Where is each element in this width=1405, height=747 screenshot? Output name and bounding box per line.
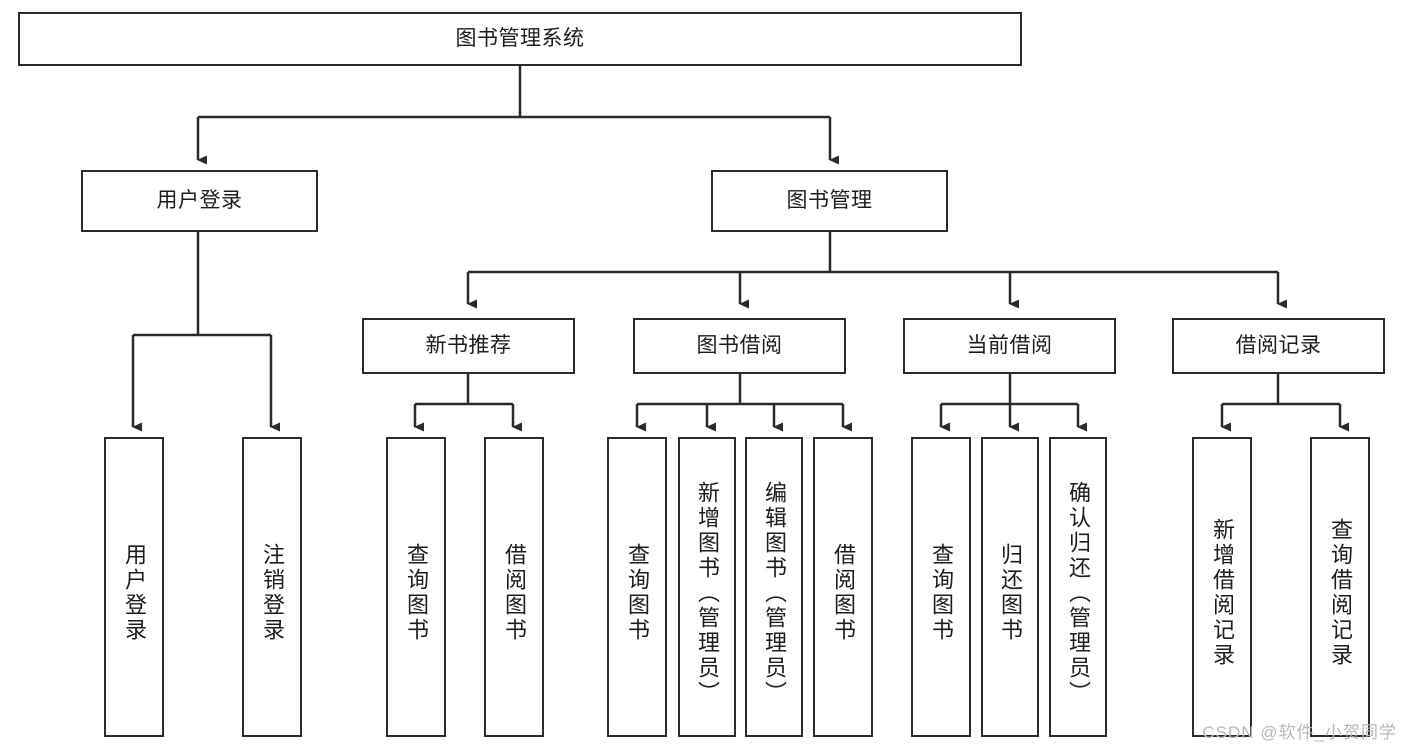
node-root-system[interactable]: 图书管理系统 — [18, 12, 1022, 66]
leaf-borrow-borrow-book[interactable]: 借阅图书 — [813, 437, 873, 737]
node-label: 新增图书（管理员） — [695, 481, 720, 706]
node-new-book-recommend[interactable]: 新书推荐 — [362, 318, 575, 374]
leaf-current-return-book[interactable]: 归还图书 — [981, 437, 1039, 737]
leaf-borrow-edit-book-admin[interactable]: 编辑图书（管理员） — [745, 437, 803, 737]
leaf-borrow-query-book[interactable]: 查询图书 — [607, 437, 667, 737]
node-current-borrow[interactable]: 当前借阅 — [903, 318, 1116, 374]
leaf-recommend-query-book[interactable]: 查询图书 — [386, 437, 446, 737]
node-label: 查询图书 — [404, 543, 429, 643]
node-user-login[interactable]: 用户登录 — [81, 170, 318, 232]
node-label: 查询借阅记录 — [1328, 518, 1353, 668]
leaf-borrow-add-book-admin[interactable]: 新增图书（管理员） — [678, 437, 736, 737]
node-borrow-record[interactable]: 借阅记录 — [1172, 318, 1385, 374]
leaf-user-login-login[interactable]: 用户登录 — [104, 437, 164, 737]
leaf-recommend-borrow-book[interactable]: 借阅图书 — [484, 437, 544, 737]
node-label: 归还图书 — [998, 543, 1023, 643]
node-label: 图书管理 — [786, 188, 873, 212]
leaf-current-query-book[interactable]: 查询图书 — [911, 437, 971, 737]
leaf-record-query-record[interactable]: 查询借阅记录 — [1310, 437, 1370, 737]
node-label: 查询图书 — [625, 543, 650, 643]
node-book-borrow[interactable]: 图书借阅 — [633, 318, 846, 374]
node-label: 查询图书 — [929, 543, 954, 643]
node-label: 编辑图书（管理员） — [762, 481, 787, 706]
node-label: 当前借阅 — [966, 333, 1053, 357]
node-label: 借阅图书 — [502, 543, 527, 643]
leaf-record-add-record[interactable]: 新增借阅记录 — [1192, 437, 1252, 737]
node-label: 图书管理系统 — [455, 26, 585, 50]
node-label: 借阅图书 — [831, 543, 856, 643]
node-label: 新增借阅记录 — [1210, 518, 1235, 668]
node-label: 用户登录 — [122, 543, 147, 643]
leaf-current-confirm-return-admin[interactable]: 确认归还（管理员） — [1049, 437, 1107, 737]
node-label: 借阅记录 — [1235, 333, 1322, 357]
node-label: 新书推荐 — [425, 333, 512, 357]
node-book-management[interactable]: 图书管理 — [711, 170, 948, 232]
node-label: 图书借阅 — [696, 333, 783, 357]
node-label: 注销登录 — [260, 543, 285, 643]
node-label: 用户登录 — [156, 188, 243, 212]
node-label: 确认归还（管理员） — [1066, 481, 1091, 706]
csdn-watermark: CSDN @软件_小贺同学 — [1202, 723, 1397, 742]
leaf-user-login-logout[interactable]: 注销登录 — [242, 437, 302, 737]
